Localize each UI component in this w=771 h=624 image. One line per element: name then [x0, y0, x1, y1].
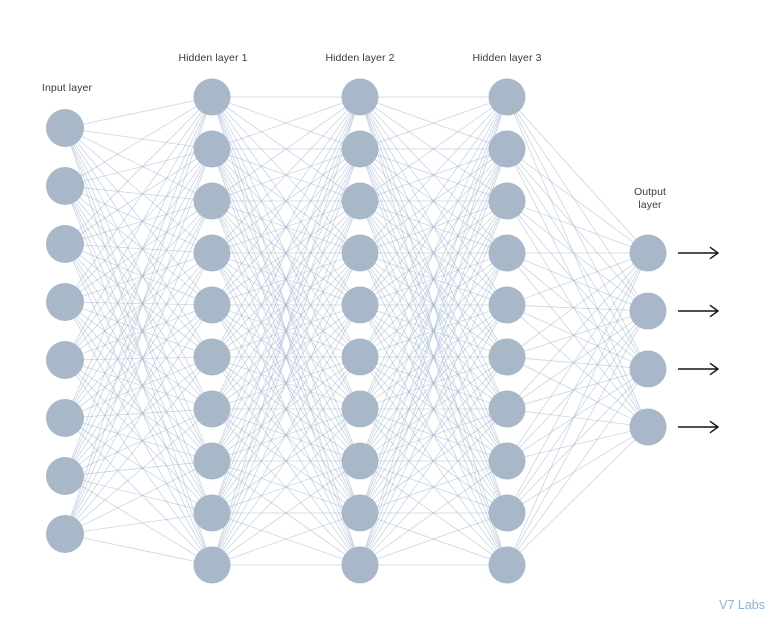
neuron-node	[488, 494, 526, 532]
neuron-node	[488, 286, 526, 324]
neuron-node	[488, 442, 526, 480]
neuron-node	[193, 182, 231, 220]
neuron-node	[341, 494, 379, 532]
neuron-node	[488, 234, 526, 272]
neuron-node	[193, 390, 231, 428]
neuron-node	[629, 234, 667, 272]
neuron-node	[46, 457, 84, 495]
neuron-node	[341, 442, 379, 480]
neuron-node	[193, 78, 231, 116]
label-hidden-layer-3: Hidden layer 3	[472, 52, 542, 64]
edges-hidden2-to-hidden3	[359, 96, 508, 566]
layer-nodes-hidden2	[341, 78, 379, 584]
label-output-layer: Output layer	[633, 186, 667, 211]
layer-nodes-output	[629, 234, 667, 446]
label-hidden-layer-1: Hidden layer 1	[178, 52, 248, 64]
neuron-node	[488, 130, 526, 168]
output-arrow-head	[709, 420, 720, 434]
label-hidden-layer-2: Hidden layer 2	[325, 52, 395, 64]
neuron-node	[488, 546, 526, 584]
neuron-node	[629, 292, 667, 330]
layer-nodes-input	[46, 109, 84, 553]
v7-labs-watermark: V7 Labs	[719, 598, 765, 612]
neuron-node	[488, 182, 526, 220]
neuron-node	[341, 182, 379, 220]
neuron-node	[341, 546, 379, 584]
output-arrow-head	[709, 362, 720, 376]
output-arrow-head	[709, 304, 720, 318]
neuron-node	[193, 286, 231, 324]
neuron-node	[46, 399, 84, 437]
layer-nodes-hidden1	[193, 78, 231, 584]
neuron-node	[193, 234, 231, 272]
neuron-node	[46, 515, 84, 553]
neuron-node	[46, 225, 84, 263]
neuron-node	[341, 390, 379, 428]
edges-input-to-hidden1	[64, 96, 213, 566]
neuron-node	[193, 130, 231, 168]
neuron-node	[341, 234, 379, 272]
neuron-node	[488, 390, 526, 428]
neuron-node	[488, 338, 526, 376]
neuron-node	[193, 494, 231, 532]
neuron-node	[46, 283, 84, 321]
neuron-node	[629, 408, 667, 446]
output-arrows	[678, 246, 720, 434]
edges-hidden3-to-output	[506, 96, 649, 566]
output-arrow-head	[709, 246, 720, 260]
edges-hidden1-to-hidden2	[211, 96, 361, 566]
neuron-node	[488, 78, 526, 116]
neuron-node	[629, 350, 667, 388]
neuron-node	[46, 167, 84, 205]
neuron-node	[46, 341, 84, 379]
neuron-node	[193, 442, 231, 480]
label-input-layer: Input layer	[41, 82, 93, 94]
neuron-node	[46, 109, 84, 147]
neuron-node	[193, 338, 231, 376]
layer-nodes-hidden3	[488, 78, 526, 584]
neuron-node	[341, 130, 379, 168]
neuron-node	[341, 78, 379, 116]
neuron-node	[341, 338, 379, 376]
neuron-node	[193, 546, 231, 584]
neuron-node	[341, 286, 379, 324]
